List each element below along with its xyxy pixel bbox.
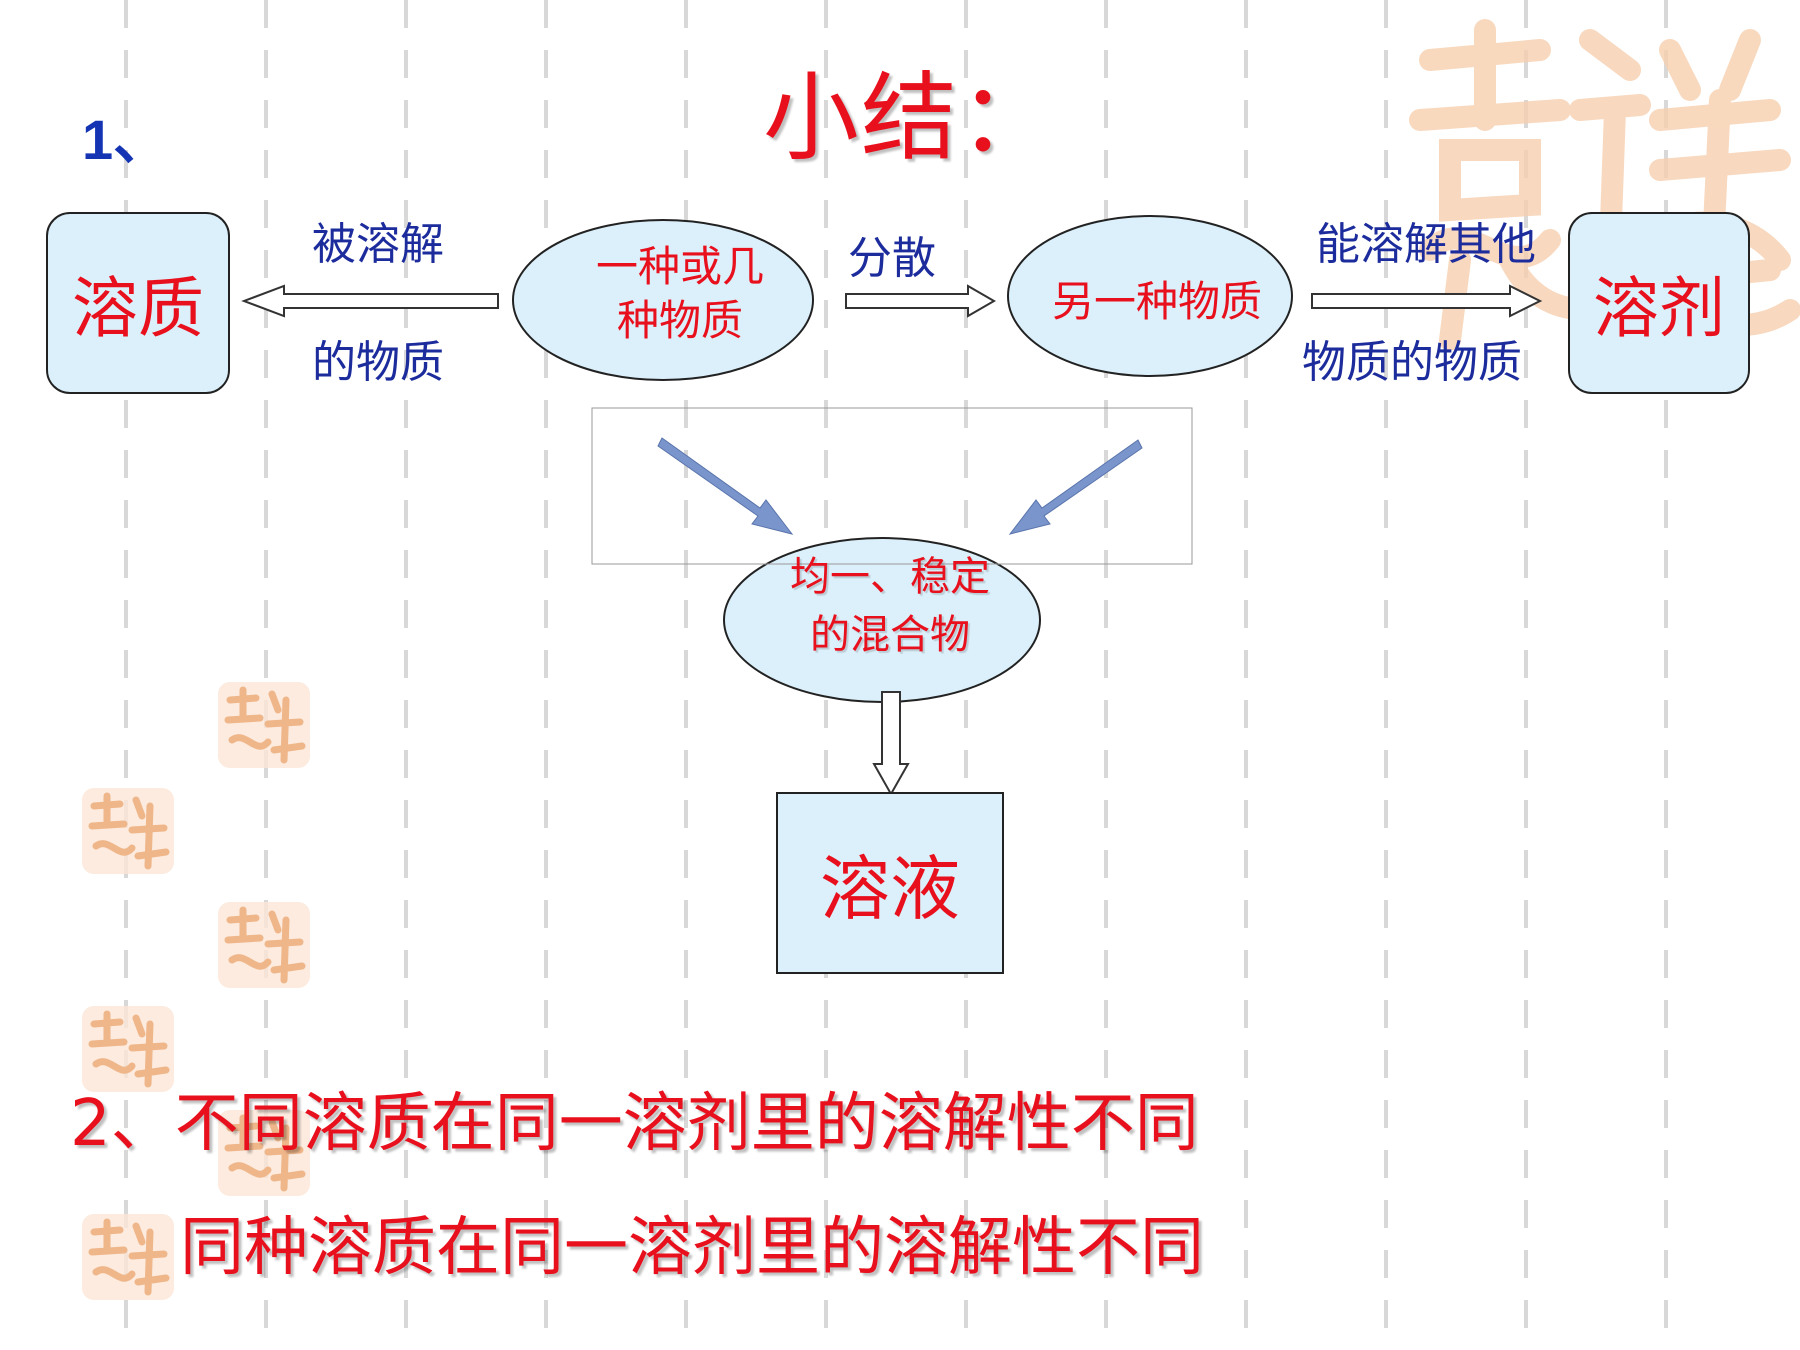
arrow-to-solute	[241, 284, 499, 318]
watermark-seal-small-1	[218, 682, 310, 768]
ellipse-mixture-line-2: 的混合物	[810, 612, 970, 658]
label-dissolve-others-top: 能溶解其他	[1316, 219, 1536, 270]
watermark-seal-small-6	[82, 1214, 174, 1300]
box-solute: 溶质	[46, 212, 230, 394]
box-solvent: 溶剂	[1568, 212, 1750, 394]
watermark-seal-small-3	[218, 902, 310, 988]
ellipse-substances-text: 一种或几 种物质	[560, 240, 800, 348]
arrow-to-solution	[872, 691, 910, 797]
label-dissolved-top: 被溶解	[312, 219, 444, 270]
section-number-1: 1、	[82, 108, 170, 171]
ellipse-mixture-line-1: 均一、稳定	[790, 554, 990, 600]
watermark-seal-small-5	[218, 1110, 310, 1196]
label-dissolved-bottom: 的物质	[312, 337, 444, 388]
ellipse-other-substance	[1007, 215, 1293, 377]
conclusion-line-1: 2、不同溶质在同一溶剂里的溶解性不同	[70, 1087, 1199, 1161]
ellipse-substances-line-2: 种物质	[616, 296, 743, 345]
watermark-seal-small-2	[82, 788, 174, 874]
ellipse-substances-line-1: 一种或几	[595, 242, 764, 291]
conclusion-line-2: 同种溶质在同一溶剂里的溶解性不同	[180, 1211, 1204, 1285]
box-solution: 溶液	[776, 792, 1004, 974]
ellipse-substances	[512, 219, 814, 381]
slide-title: 小结：	[763, 62, 1057, 174]
arrows-frame	[591, 407, 1193, 565]
arrow-diagonal-right	[1008, 439, 1143, 535]
ellipse-mixture-text: 均一、稳定 的混合物	[740, 548, 1040, 664]
label-disperse: 分散	[848, 233, 936, 284]
arrow-to-solvent	[1311, 284, 1543, 318]
arrow-diagonal-left	[657, 437, 794, 535]
ellipse-other-text: 另一种物质	[1051, 277, 1262, 326]
watermark-seal-small-4	[82, 1006, 174, 1092]
label-dissolve-others-bottom: 物质的物质	[1302, 337, 1522, 388]
arrow-disperse	[845, 284, 997, 318]
